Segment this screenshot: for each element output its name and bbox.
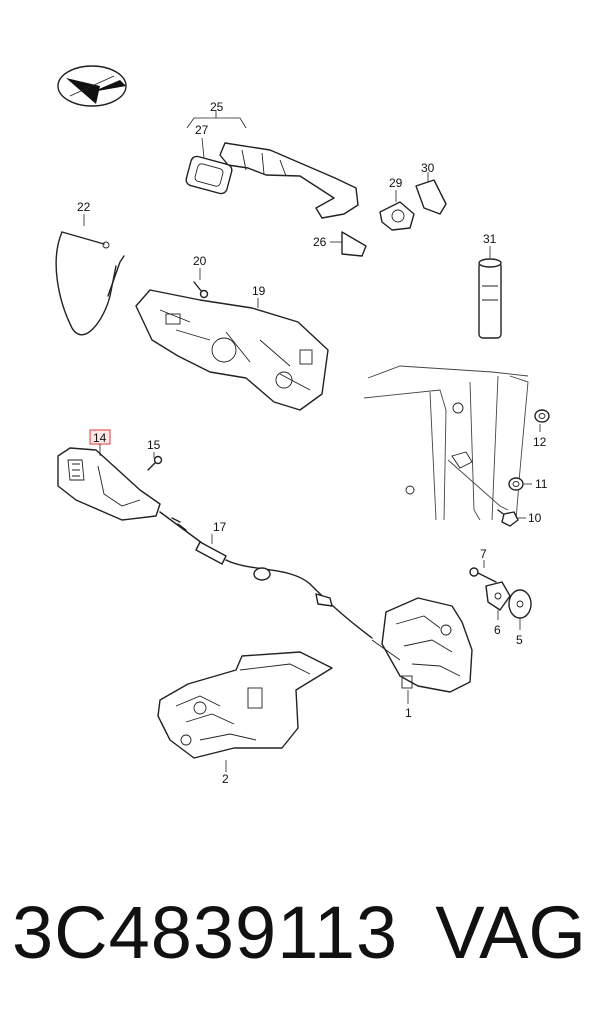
- callout-19: 19: [252, 284, 266, 298]
- callout-31: 31: [483, 232, 497, 246]
- hex-bolt[interactable]: [497, 509, 519, 527]
- handle-screw[interactable]: [147, 455, 163, 471]
- lock-spacer[interactable]: [485, 581, 511, 611]
- door-frame-outline: [363, 365, 529, 521]
- callout-7: 7: [480, 547, 487, 561]
- callout-15: 15: [147, 438, 161, 452]
- callout-12: 12: [533, 435, 547, 449]
- logo-emblem: [57, 65, 127, 107]
- washer-seal[interactable]: [508, 477, 524, 491]
- callout-17: 17: [213, 520, 227, 534]
- callout-29: 29: [389, 176, 403, 190]
- lock-seal-plate[interactable]: [508, 589, 532, 619]
- callout-10: 10: [528, 511, 542, 525]
- callout-20: 20: [193, 254, 207, 268]
- callout-2: 2: [222, 772, 229, 786]
- inner-door-handle[interactable]: [57, 447, 161, 521]
- bowden-cable[interactable]: [159, 511, 373, 639]
- outer-door-handle[interactable]: [219, 142, 359, 219]
- callout-26: 26: [313, 235, 327, 249]
- callout-5: 5: [516, 633, 523, 647]
- callout-14: 14: [93, 431, 107, 445]
- callout-11: 11: [535, 477, 548, 491]
- callout-27: 27: [195, 123, 209, 137]
- grease-spray-can[interactable]: [478, 258, 502, 339]
- part-number-text: 3C4839113: [12, 891, 399, 974]
- handle-end-cap[interactable]: [341, 231, 367, 257]
- callout-30: 30: [421, 161, 435, 175]
- lock-cylinder[interactable]: [379, 201, 415, 231]
- footer: 3C4839113 VAG: [0, 885, 600, 995]
- callout-1: 1: [405, 706, 412, 720]
- release-cable[interactable]: [55, 231, 125, 336]
- mounting-screw[interactable]: [193, 281, 209, 299]
- door-lock-actuator[interactable]: [371, 597, 473, 693]
- rubber-grommet[interactable]: [534, 409, 550, 423]
- callout-6: 6: [494, 623, 501, 637]
- lock-screw[interactable]: [469, 567, 497, 583]
- callout-22: 22: [77, 200, 91, 214]
- cylinder-cover-cap[interactable]: [415, 179, 447, 215]
- lock-mounting-bracket[interactable]: [157, 651, 333, 759]
- callout-25: 25: [210, 100, 224, 114]
- handle-gasket[interactable]: [185, 155, 233, 195]
- exploded-parts-diagram: 25 27 26 29 30 31 22: [55, 65, 550, 786]
- brand-text: VAG: [435, 891, 586, 974]
- handle-carrier-bracket[interactable]: [135, 289, 329, 411]
